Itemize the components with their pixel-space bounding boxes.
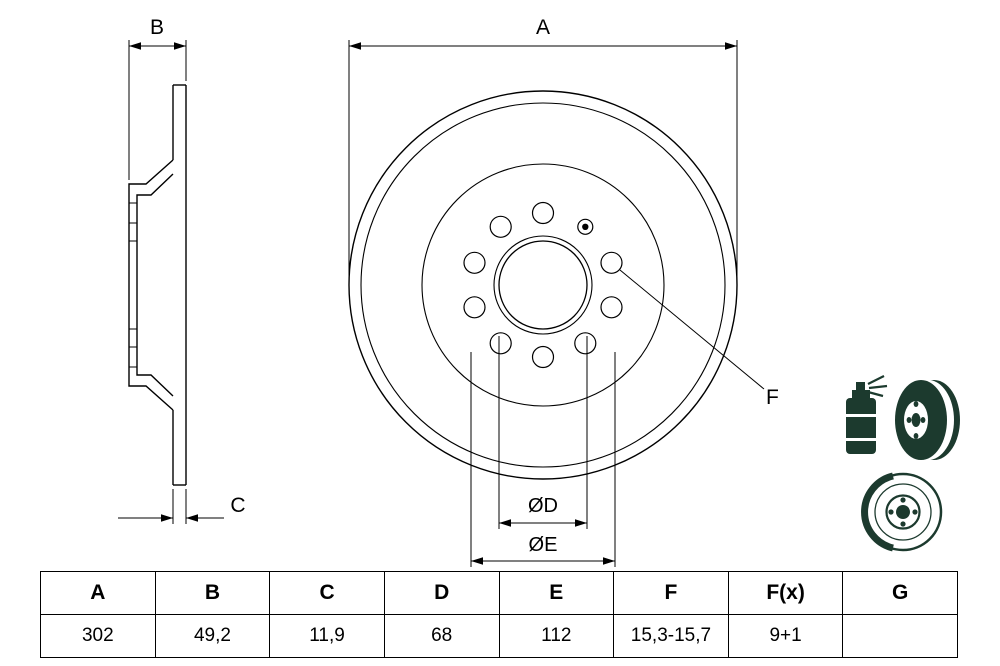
table-header-cell: E xyxy=(498,571,615,615)
bolt-hole xyxy=(463,251,486,274)
small-disc-center-bore xyxy=(896,505,910,519)
dim-b-arrow-right xyxy=(174,42,186,50)
dim-c-arrow-right xyxy=(186,514,198,522)
center-bore-circle xyxy=(498,240,588,330)
bolt-hole xyxy=(574,332,597,355)
table-header-cell: G xyxy=(842,571,958,615)
bolt-hole xyxy=(463,296,486,319)
cross-section-view xyxy=(128,84,187,486)
bolt-hole xyxy=(531,345,555,369)
spray-can-stripe xyxy=(846,438,876,441)
locating-hole-center xyxy=(582,223,589,230)
dimension-d xyxy=(498,336,588,529)
disc-bolt-hole xyxy=(913,401,919,407)
dim-a-arrow-right xyxy=(725,42,737,50)
table-header-cell: B xyxy=(154,571,271,615)
disc-bolt-hole xyxy=(906,417,912,423)
outer-diameter-circle xyxy=(348,90,738,480)
small-disc-crescent xyxy=(861,472,894,552)
dim-e-arrow-left xyxy=(471,557,483,565)
outer-edge-circle xyxy=(360,102,726,468)
bolt-hole xyxy=(489,332,512,355)
coated-disc-figure xyxy=(895,380,960,460)
bolt-hole xyxy=(531,201,555,225)
table-header-cell: D xyxy=(383,571,500,615)
spray-can-stripe xyxy=(846,414,876,417)
section-hat-outer xyxy=(128,159,174,411)
center-bore-chamfer-circle xyxy=(493,235,593,335)
disc-bolt-hole xyxy=(913,433,919,439)
dim-c-label: C xyxy=(230,494,245,517)
table-header-cell: C xyxy=(269,571,385,615)
locating-hole-ring xyxy=(577,218,594,235)
table-value-cell: 68 xyxy=(383,614,500,658)
leader-f-line xyxy=(619,269,765,390)
dimension-c xyxy=(118,489,224,524)
dimension-b xyxy=(128,40,187,180)
dimension-table: A B C D E F F(x) G 302 49,2 11,9 68 112 … xyxy=(40,571,958,658)
small-disc-face-ring xyxy=(874,483,932,541)
coated-disc-icon xyxy=(846,375,960,460)
section-hat-hole-lines xyxy=(129,202,137,368)
bolt-holes xyxy=(463,201,623,369)
table-header-cell: A xyxy=(40,571,156,615)
spray-can-nozzle xyxy=(856,382,865,390)
small-disc-bolt-hole xyxy=(900,521,906,527)
table-header-cell: F(x) xyxy=(727,571,844,615)
table-value-cell: 302 xyxy=(40,614,156,658)
front-view xyxy=(348,90,738,480)
hat-edge-circle xyxy=(421,163,665,407)
section-hat-inner xyxy=(136,173,174,397)
dim-b-label: B xyxy=(150,16,164,39)
dim-d-label: ØD xyxy=(528,495,558,517)
locating-hole xyxy=(577,218,594,235)
bolt-hole xyxy=(600,296,623,319)
small-disc-bolt-hole xyxy=(888,509,894,515)
table-value-cell: 9+1 xyxy=(727,614,844,658)
table-value-cell xyxy=(842,614,958,658)
disc-center-bore xyxy=(911,413,921,427)
dim-e-arrow-right xyxy=(603,557,615,565)
dim-e-label: ØE xyxy=(529,534,558,556)
table-value-cell: 11,9 xyxy=(269,614,385,658)
dim-b-arrow-left xyxy=(129,42,141,50)
small-disc-bolt-hole xyxy=(912,509,918,515)
spray-can-body xyxy=(846,398,876,454)
table-header-cell: F xyxy=(613,571,729,615)
table-value-cell: 49,2 xyxy=(154,614,271,658)
dimension-a xyxy=(348,40,738,285)
spray-can-shoulder xyxy=(852,390,870,399)
bolt-hole xyxy=(600,251,623,274)
table-header-row: A B C D E F F(x) G xyxy=(40,571,958,615)
bolt-hole xyxy=(489,215,512,238)
dimension-e xyxy=(470,352,616,567)
spray-can-icon xyxy=(846,375,888,454)
brake-disc-icon xyxy=(861,472,943,552)
dim-a-label: A xyxy=(536,16,550,39)
small-disc-bolt-hole xyxy=(900,497,906,503)
dim-a-arrow-left xyxy=(349,42,361,50)
disc-bolt-hole xyxy=(920,417,926,423)
leader-f-label: F xyxy=(766,386,779,409)
table-value-cell: 112 xyxy=(498,614,615,658)
dim-c-arrow-left xyxy=(161,514,173,522)
dim-d-arrow-left xyxy=(499,519,511,527)
technical-drawing: B C xyxy=(118,16,960,567)
table-value-cell: 15,3-15,7 xyxy=(613,614,729,658)
spray-lines xyxy=(867,375,888,398)
dim-d-arrow-right xyxy=(575,519,587,527)
table-value-row: 302 49,2 11,9 68 112 15,3-15,7 9+1 xyxy=(40,614,958,658)
